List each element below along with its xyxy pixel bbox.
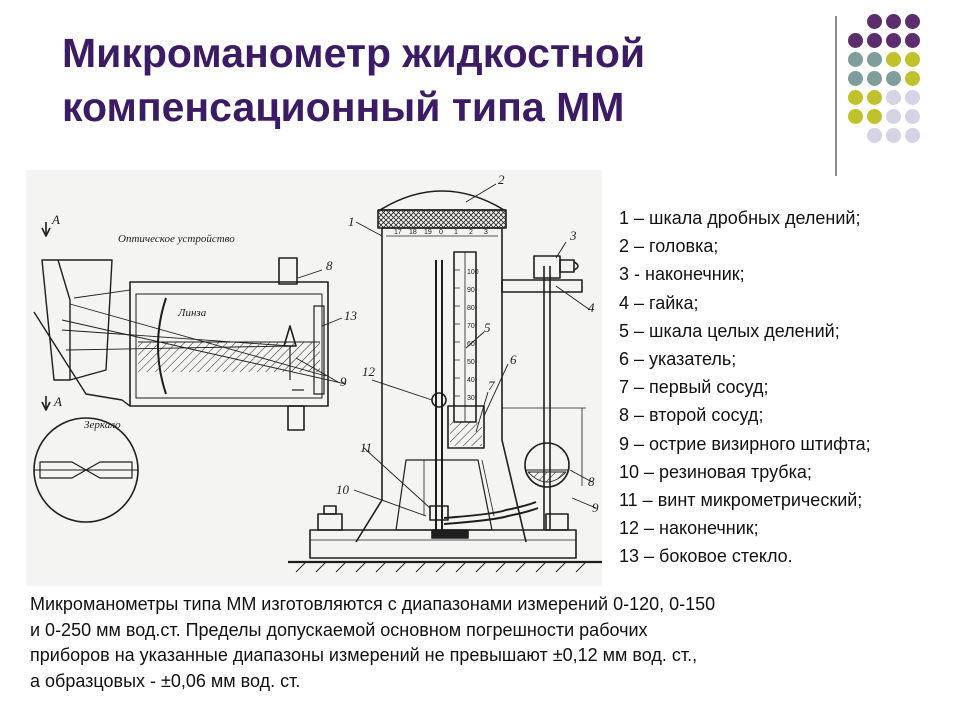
- dial-scale-label: 18: [409, 229, 417, 236]
- decorative-dot: [905, 109, 920, 124]
- part-number-10: 10: [336, 482, 350, 497]
- slide-title: Микроманометр жидкостной компенсационный…: [62, 26, 822, 134]
- part-number-8-vessel: 8: [588, 474, 595, 489]
- decorative-dot: [848, 109, 863, 124]
- decorative-dot: [905, 128, 920, 143]
- legend-item: 11 – винт микрометрический;: [619, 490, 863, 511]
- parts-legend: 1 – шкала дробных делений; 2 – головка; …: [619, 204, 959, 571]
- dial-scale-label: 19: [424, 229, 432, 236]
- legend-item: 1 – шкала дробных делений;: [619, 208, 861, 228]
- part-number-11: 11: [360, 440, 372, 455]
- decorative-dot: [905, 90, 920, 105]
- dial-scale-label: 17: [394, 229, 402, 236]
- part-number-1: 1: [348, 214, 355, 229]
- dial-scale-label: 2: [469, 229, 473, 236]
- micromanometer-technical-drawing: Оптическое устройство Линза Зеркало А А …: [26, 170, 602, 586]
- description-line: Микроманометры типа ММ изготовляются с д…: [30, 594, 716, 614]
- tube-scale-labels: 100 90 80 70 60 50 40 30: [467, 269, 479, 402]
- part-number-9-pin: 9: [592, 500, 599, 515]
- description-line: и 0-250 мм вод.ст. Пределы допускаемой о…: [30, 619, 648, 640]
- part-number-8: 8: [326, 258, 333, 273]
- decorative-dot: [867, 90, 882, 105]
- decorative-dot: [848, 52, 863, 67]
- tube-scale-label: 40: [467, 377, 475, 384]
- part-number-labels: 1 2 3 4 5 6 7 8 9 10 11 12 13 8 9: [326, 172, 599, 515]
- slide-title-line-1: Микроманометр жидкостной: [62, 30, 646, 76]
- part-number-12: 12: [362, 364, 376, 379]
- legend-item: 4 – гайка;: [619, 292, 699, 313]
- decorative-dot: [905, 14, 920, 29]
- tube-scale-label: 50: [467, 359, 475, 366]
- dial-scale-labels: 17 18 19 0 1 2 3: [394, 229, 488, 236]
- dial-scale-label: 0: [439, 229, 443, 236]
- decorative-dot-grid: [848, 14, 948, 154]
- part-number-2: 2: [498, 172, 505, 187]
- decorative-dot: [867, 14, 882, 29]
- decorative-dot: [867, 52, 882, 67]
- legend-item: 7 – первый сосуд;: [619, 377, 769, 398]
- tube-scale-label: 70: [467, 323, 475, 330]
- decorative-dot: [848, 90, 863, 105]
- tube-scale-label: 90: [467, 287, 475, 294]
- part-number-7: 7: [488, 378, 495, 393]
- description-line: приборов на указанные диапазоны измерени…: [30, 645, 698, 665]
- part-number-5: 5: [484, 320, 491, 335]
- decorative-dot: [867, 109, 882, 124]
- decorative-dot: [905, 71, 920, 86]
- title-divider-line: [835, 16, 837, 176]
- part-number-6: 6: [510, 352, 517, 367]
- description-paragraph: Микроманометры типа ММ изготовляются с д…: [30, 592, 930, 694]
- decorative-dot: [905, 33, 920, 48]
- legend-item: 5 – шкала целых делений;: [619, 320, 840, 341]
- legend-item: 2 – головка;: [619, 236, 719, 257]
- legend-item: 13 – боковое стекло.: [619, 546, 793, 567]
- tube-scale-label: 100: [467, 269, 479, 276]
- tube-tick-marks: [454, 269, 460, 397]
- legend-item: 10 – резиновая трубка;: [619, 461, 812, 482]
- decorative-dot: [886, 33, 901, 48]
- tube-scale-label: 80: [467, 305, 475, 312]
- decorative-dot: [867, 128, 882, 143]
- legend-item: 12 – наконечник;: [619, 518, 759, 539]
- part-number-3: 3: [569, 228, 577, 243]
- optical-device-label: Оптическое устройство: [118, 233, 235, 245]
- decorative-dot: [867, 33, 882, 48]
- part-number-13: 13: [344, 308, 358, 323]
- decorative-dot: [886, 52, 901, 67]
- dial-scale-label: 3: [484, 229, 488, 236]
- legend-item: 6 – указатель;: [619, 349, 737, 370]
- slide-title-line-2: компенсационный типа ММ: [62, 84, 625, 130]
- lens-label: Линза: [177, 307, 207, 319]
- section-a-label-top: А: [51, 212, 60, 227]
- tube-scale-label: 60: [467, 341, 475, 348]
- decorative-dot: [886, 71, 901, 86]
- legend-item: 9 – острие визирного штифта;: [619, 433, 871, 454]
- decorative-dot: [886, 109, 901, 124]
- decorative-dot: [886, 90, 901, 105]
- decorative-dot: [886, 128, 901, 143]
- mirror-label: Зеркало: [84, 419, 121, 431]
- legend-item: 3 - наконечник;: [619, 264, 745, 285]
- decorative-dot: [886, 14, 901, 29]
- decorative-dot: [848, 33, 863, 48]
- part-number-4: 4: [588, 300, 595, 315]
- legend-item: 8 – второй сосуд;: [619, 405, 764, 426]
- decorative-dot: [848, 71, 863, 86]
- part-number-9: 9: [340, 374, 347, 389]
- dial-scale-label: 1: [454, 229, 458, 236]
- tube-scale-label: 30: [467, 395, 475, 402]
- description-line: а образцовых - ±0,06 мм вод. ст.: [30, 670, 301, 691]
- ground-hatching: [295, 561, 587, 573]
- decorative-dot: [905, 52, 920, 67]
- section-a-label-bottom: А: [53, 394, 62, 409]
- decorative-dot: [867, 71, 882, 86]
